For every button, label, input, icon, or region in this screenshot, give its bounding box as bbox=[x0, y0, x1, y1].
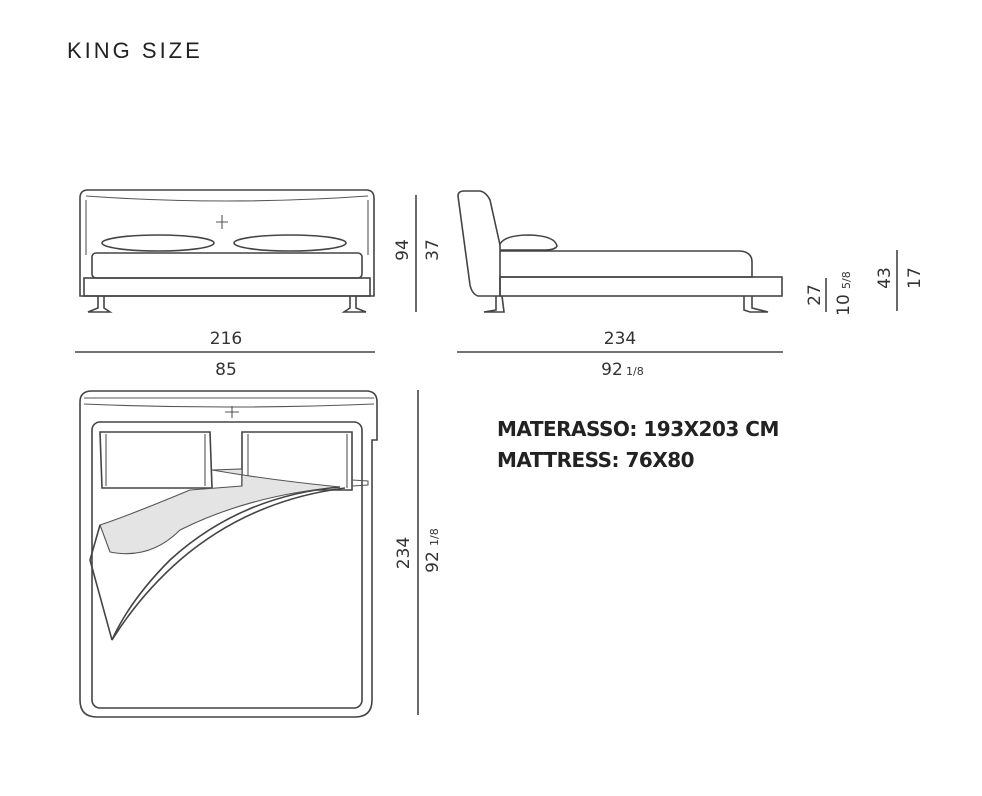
top-length-in: 92 bbox=[423, 551, 443, 573]
base-height-in: 10 bbox=[834, 294, 854, 316]
base-height-cm: 27 bbox=[805, 284, 825, 306]
side-length-cm: 234 bbox=[604, 329, 636, 349]
side-length-in: 92 bbox=[601, 360, 623, 380]
top-length-in-frac: 1/8 bbox=[428, 528, 441, 546]
mattress-spec-en: MATTRESS: 76X80 bbox=[497, 448, 694, 472]
front-width-cm: 216 bbox=[210, 329, 242, 349]
front-width-in: 85 bbox=[215, 360, 237, 380]
front-height-in: 37 bbox=[423, 239, 443, 261]
front-height-cm: 94 bbox=[393, 239, 413, 261]
page-title: KING SIZE bbox=[67, 38, 203, 63]
front-view-drawing bbox=[79, 189, 375, 313]
mattress-height-in: 17 bbox=[905, 267, 925, 289]
base-height-in-frac: 5/8 bbox=[840, 271, 853, 289]
side-length-in-frac: 1/8 bbox=[626, 365, 644, 378]
side-view-drawing bbox=[457, 190, 783, 313]
top-length-cm: 234 bbox=[394, 537, 414, 569]
mattress-height-cm: 43 bbox=[875, 267, 895, 289]
mattress-spec-it: MATERASSO: 193X203 CM bbox=[497, 417, 779, 441]
top-view-drawing bbox=[79, 390, 378, 718]
